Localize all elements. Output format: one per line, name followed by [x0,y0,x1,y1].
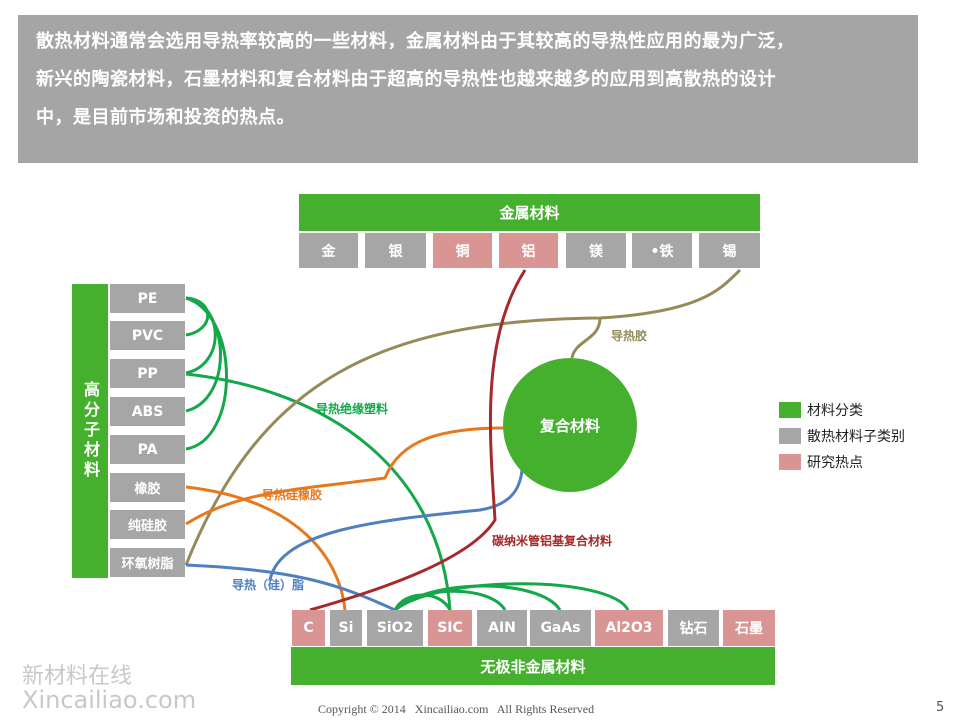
copyright: Copyright © 2014 Xincailiao.com All Righ… [318,702,595,716]
orange-links [185,426,506,611]
legend-swatch-pink [779,454,801,470]
legend-item: 研究热点 [779,449,905,475]
metal-header: 金属材料 [299,194,760,231]
intro-line: 新兴的陶瓷材料，石墨材料和复合材料由于超高的导热性也越来越多的应用到高散热的设计 [36,69,776,90]
label-cnt-al: 碳纳米管铝基复合材料 [492,534,613,548]
link-epoxy-sio2 [185,563,396,612]
label-silicone-rubber: 导热硅橡胶 [262,488,323,502]
watermark-cn: 新材料在线 [22,664,133,689]
link-al-c [309,269,527,612]
link-sio2-al2o3 [394,582,630,612]
olive-links [184,268,742,566]
legend-item: 散热材料子类别 [779,423,905,449]
composite-circle: 复合材料 [503,358,637,492]
polymer-pp: PP [110,359,185,388]
legend-label: 研究热点 [807,455,863,471]
label-thermal-glue: 导热胶 [611,329,648,343]
inorganic-c: C [292,610,325,646]
inorganic-si: Si [330,610,362,646]
polymer-abs: ABS [110,397,185,426]
polymer-pa: PA [110,435,185,464]
metal-aluminum: 铝 [499,233,558,268]
inorganic-graphite: 石墨 [723,610,775,646]
inorganic-aln: AIN [477,610,527,646]
legend-swatch-green [779,402,801,418]
intro-text-box: 散热材料通常会选用导热率较高的一些材料，金属材料由于其较高的导热性应用的最为广泛… [18,15,918,163]
polymer-pe: PE [110,284,185,313]
link-pe-pa [185,296,228,451]
polymer-header: 高分子材料 [72,284,108,578]
intro-line: 中，是目前市场和投资的热点。 [36,107,295,128]
link-rubber-si [185,485,347,611]
legend-item: 材料分类 [779,397,905,423]
green-links [185,296,630,612]
inorganic-sic: SIC [428,610,472,646]
link-pe-abs [185,296,222,413]
inorganic-al2o3: Al2O3 [595,610,663,646]
polymer-pvc: PVC [110,321,185,350]
inorganic-sio2: SiO2 [367,610,423,646]
inorganic-header: 无极非金属材料 [291,647,775,685]
polymer-rubber: 橡胶 [110,473,185,502]
metal-gold: 金 [299,233,358,268]
legend-label: 散热材料子类别 [807,429,905,445]
intro-line: 散热材料通常会选用导热率较高的一些材料，金属材料由于其较高的导热性应用的最为广泛… [36,31,795,52]
link-epoxy-tin [184,268,742,566]
red-links [309,269,527,612]
inorganic-gaas: GaAs [530,610,591,646]
link-insulating-plastic [185,372,452,611]
blue-links [185,469,524,612]
metal-tin: 锡 [699,233,760,268]
metal-magnesium: 镁 [566,233,626,268]
metal-silver: 银 [365,233,426,268]
polymer-epoxy: 环氧树脂 [110,548,185,577]
link-silicone-composite [185,426,506,526]
link-thermal-glue [570,317,602,359]
metal-copper: 铜 [433,233,492,268]
label-grease: 导热（硅）脂 [232,578,305,592]
metal-iron: •铁 [632,233,692,268]
page-number: 5 [936,700,945,715]
inorganic-diamond: 钻石 [668,610,719,646]
legend-label: 材料分类 [807,403,863,419]
legend: 材料分类 散热材料子类别 研究热点 [779,397,905,475]
watermark-en: Xincailiao.com [22,686,197,714]
legend-swatch-gray [779,428,801,444]
label-insulating-plastic: 导热绝缘塑料 [316,402,389,416]
link-grease-composite [268,469,524,581]
polymer-silicone: 纯硅胶 [110,510,185,539]
